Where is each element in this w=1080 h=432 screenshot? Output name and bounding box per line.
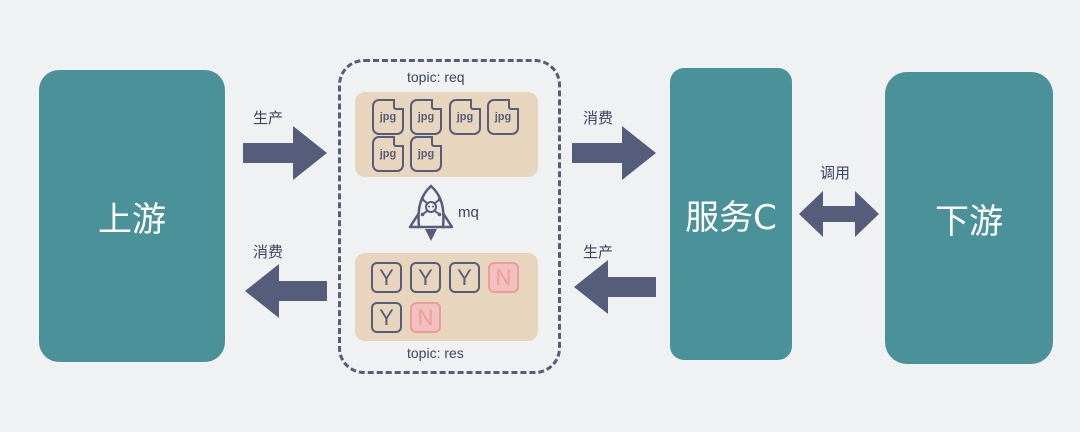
produce-label-bottom: 生产 bbox=[583, 243, 614, 261]
result-yes: Y bbox=[371, 302, 402, 333]
produce-arrow-left bbox=[574, 260, 656, 314]
downstream-node: 下游 bbox=[885, 72, 1053, 364]
result-no: N bbox=[488, 262, 519, 293]
req-topic-label: topic: req bbox=[407, 69, 465, 85]
consume-arrow-left bbox=[245, 264, 327, 318]
rocket-icon bbox=[408, 184, 454, 241]
result-no: N bbox=[410, 302, 441, 333]
result-yes: Y bbox=[410, 262, 441, 293]
service-c-node: 服务C bbox=[670, 68, 792, 360]
call-double-arrow bbox=[799, 191, 879, 237]
consume-label-top: 消费 bbox=[583, 109, 614, 127]
mq-label: mq bbox=[458, 204, 479, 221]
consume-arrow-right bbox=[572, 126, 656, 180]
jpg-file-icon: jpg bbox=[449, 99, 481, 135]
jpg-file-icon: jpg bbox=[372, 99, 404, 135]
jpg-file-icon: jpg bbox=[410, 136, 442, 172]
call-label: 调用 bbox=[820, 164, 851, 182]
result-yes: Y bbox=[449, 262, 480, 293]
jpg-file-icon: jpg bbox=[410, 99, 442, 135]
produce-arrow-right bbox=[243, 126, 327, 180]
service-c-label: 服务C bbox=[685, 197, 777, 238]
upstream-label: 上游 bbox=[98, 199, 166, 240]
downstream-label: 下游 bbox=[935, 201, 1003, 242]
consume-label-bottom: 消费 bbox=[253, 243, 284, 261]
produce-label-top: 生产 bbox=[253, 109, 284, 127]
result-yes: Y bbox=[371, 262, 402, 293]
jpg-file-icon: jpg bbox=[487, 99, 519, 135]
upstream-node: 上游 bbox=[39, 70, 225, 362]
res-topic-label: topic: res bbox=[407, 345, 464, 361]
jpg-file-icon: jpg bbox=[372, 136, 404, 172]
message-queue bbox=[338, 59, 561, 374]
